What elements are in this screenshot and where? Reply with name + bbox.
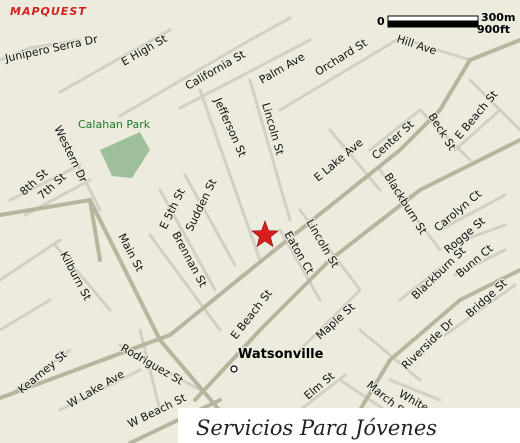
road-e-lake-ave [0,38,520,400]
road-hill [398,36,472,62]
road-maple [298,288,362,352]
road-elm [298,373,347,412]
caption-text: Servicios Para Jóvenes [196,416,438,440]
road-grid-b [0,298,52,332]
road-junipero-serra [0,38,82,62]
scale-feet: 900ft [477,23,510,36]
road-kearney [8,348,72,397]
road-western [58,128,102,212]
road-carolyn [438,193,507,232]
park-label: Calahan Park [78,118,151,131]
road-blackburn-north [378,168,442,252]
calahan-park-area[interactable] [100,132,150,178]
road-western-ext [0,197,102,262]
city-label: Watsonville [238,347,324,362]
star-marker-icon[interactable] [251,220,279,248]
road-blackburn-south [398,258,452,302]
road-brennan [148,233,222,332]
scale-bar-bottom [387,21,479,28]
road-white [388,378,442,402]
road-grid-a [0,238,62,282]
road-kilburn [53,243,112,312]
road-riverside [338,268,520,443]
road-grid-d [468,78,520,132]
caption-box [178,408,520,443]
road-rogge [448,223,507,247]
city-dot-icon [230,365,238,373]
road-bridge [443,283,517,337]
scale-meters: 300m [481,11,515,24]
road-e-beach-east [453,108,502,152]
road-orchard [278,36,402,112]
road-8th [8,163,82,202]
road-jefferson [198,88,262,262]
scale-zero: 0 [377,15,385,28]
road-e-high [58,28,172,94]
road-grid-c [328,128,382,192]
road-lincoln-north [248,78,292,222]
minor-roads [0,16,520,422]
road-bunn [453,248,507,277]
road-rodriguez [118,343,202,392]
scale-bar-top [387,15,479,22]
road-beck [418,108,472,162]
road-california [118,16,292,118]
road-w-lake [58,368,142,412]
mapquest-logo[interactable]: MAPQUEST [10,5,87,18]
scale-bar: 0 300m 900ft [377,11,515,36]
road-w-beach [128,398,222,443]
road-center [368,108,422,152]
road-grid-f [358,328,422,382]
road-e5th [158,188,217,292]
road-sudden [183,173,237,267]
road-e-beach-st [193,138,520,402]
